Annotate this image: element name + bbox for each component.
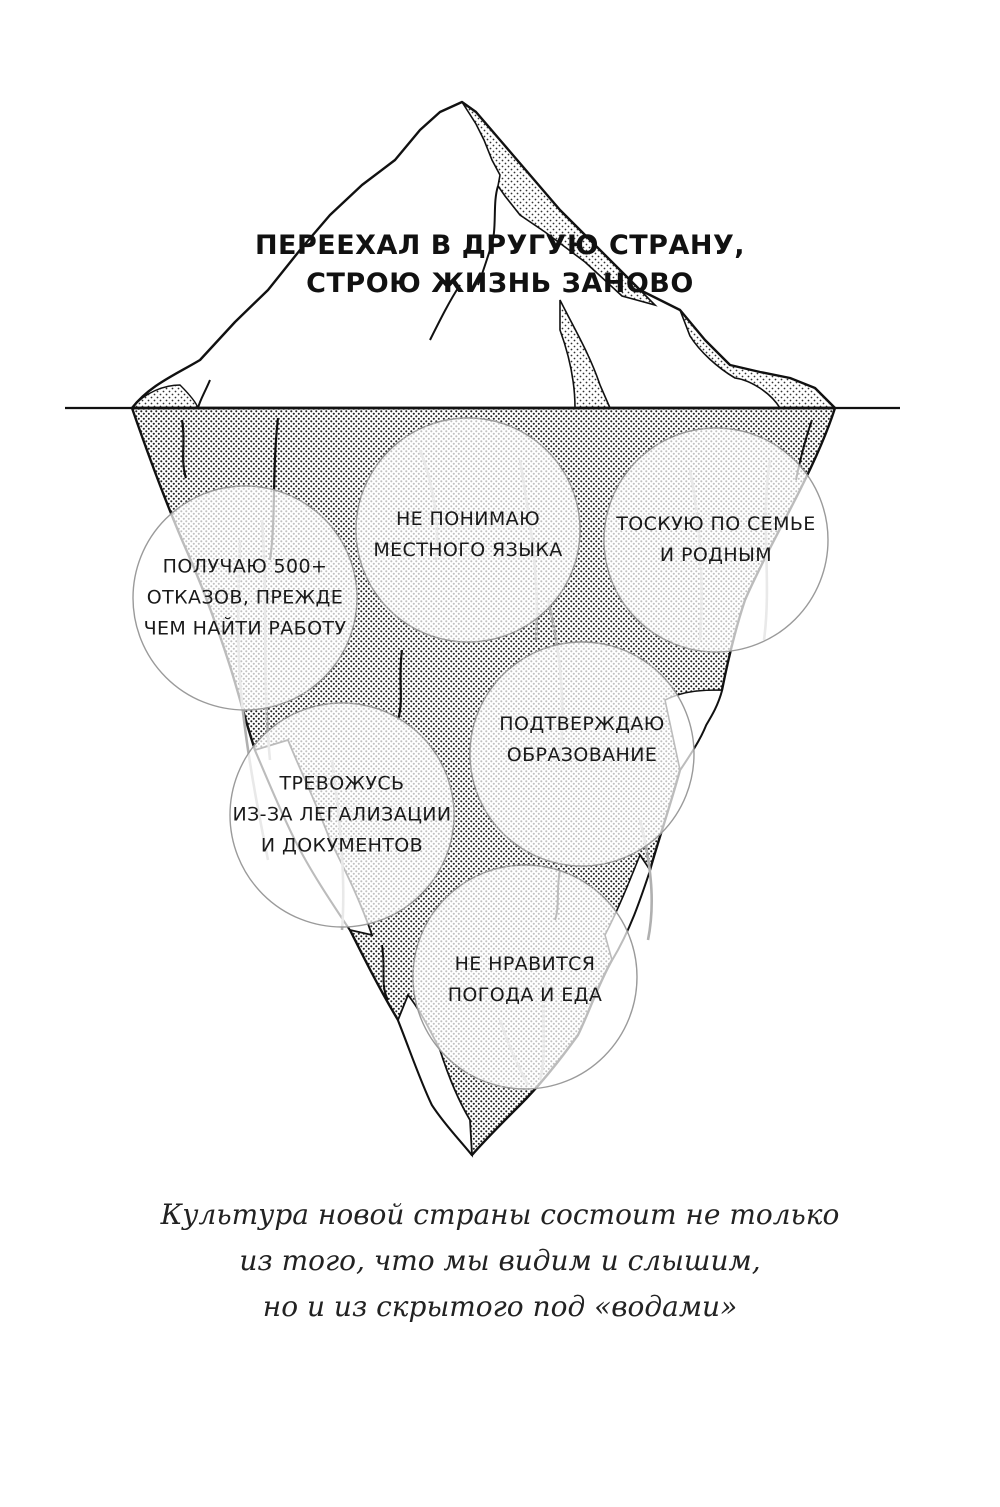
bubble-weather: [412, 864, 638, 1090]
bubble-label-line: НЕ НРАВИТСЯ: [454, 953, 596, 975]
bubble-rejections: [132, 485, 358, 711]
bubble-label-legalization: ТРЕВОЖУСЬ ИЗ-ЗА ЛЕГАЛИЗАЦИИ И ДОКУМЕНТОВ: [232, 769, 451, 862]
bubble-label-line: ТОСКУЮ ПО СЕМЬЕ: [616, 513, 816, 535]
caption-line-3: но и из скрытого под «водами»: [262, 1290, 738, 1323]
bubble-label-line: И ДОКУМЕНТОВ: [260, 834, 424, 857]
bubble-label-line: ОТКАЗОВ, ПРЕЖДЕ: [146, 586, 344, 609]
bubble-label-education: ПОДТВЕРЖДАЮ ОБРАЗОВАНИЕ: [499, 709, 664, 771]
bubble-education: [469, 641, 695, 867]
bubble-label-line: МЕСТНОГО ЯЗЫКА: [373, 539, 563, 561]
bubble-label-line: ОБРАЗОВАНИЕ: [506, 744, 658, 766]
bubble-label-line: ТРЕВОЖУСЬ: [279, 772, 405, 795]
bubble-legalization: [229, 702, 455, 928]
bubble-label-line: ЧЕМ НАЙТИ РАБОТУ: [143, 617, 347, 640]
hidden-items-bubbles: [132, 417, 829, 1090]
bubble-label-rejections: ПОЛУЧАЮ 500+ ОТКАЗОВ, ПРЕЖДЕ ЧЕМ НАЙТИ Р…: [144, 552, 347, 645]
iceberg-tip: [130, 100, 837, 410]
caption-line-2: из того, что мы видим и слышим,: [239, 1244, 761, 1277]
bubble-label-line: ИЗ-ЗА ЛЕГАЛИЗАЦИИ: [232, 803, 452, 826]
bubble-label-line: ПОДТВЕРЖДАЮ: [499, 713, 665, 735]
caption-line-1: Культура новой страны состоит не только: [160, 1198, 840, 1231]
bubble-family: [603, 427, 829, 653]
bubble-label-line: И РОДНЫМ: [659, 544, 773, 566]
bubble-label-line: ПОГОДА И ЕДА: [447, 984, 603, 1006]
bubble-label-family: ТОСКУЮ ПО СЕМЬЕ И РОДНЫМ: [616, 509, 815, 571]
tip-title-line-2: СТРОЮ ЖИЗНЬ ЗАНОВО: [306, 268, 694, 299]
bubble-label-line: НЕ ПОНИМАЮ: [396, 508, 540, 530]
figure-caption: Культура новой страны состоит не только …: [100, 1192, 900, 1330]
bubble-label-weather: НЕ НРАВИТСЯ ПОГОДА И ЕДА: [448, 949, 603, 1011]
bubble-label-line: ПОЛУЧАЮ 500+: [162, 555, 328, 578]
bubble-label-language: НЕ ПОНИМАЮ МЕСТНОГО ЯЗЫКА: [373, 504, 562, 566]
tip-title-line-1: ПЕРЕЕХАЛ В ДРУГУЮ СТРАНУ,: [254, 230, 746, 261]
bubble-language: [355, 417, 581, 643]
